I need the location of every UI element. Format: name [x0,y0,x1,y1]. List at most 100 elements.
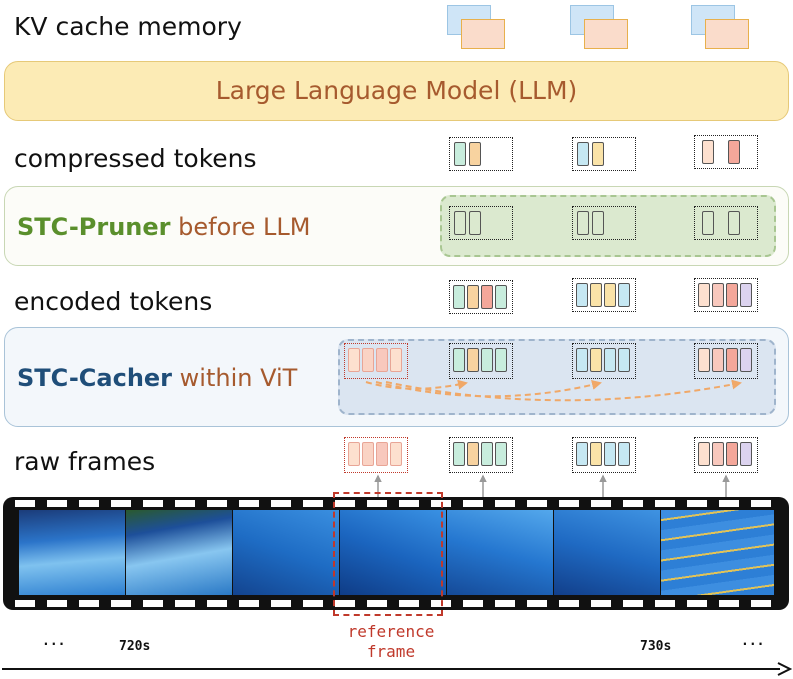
token [467,442,479,466]
time-axis-arrow [2,662,793,676]
token [740,442,752,466]
token [469,142,481,166]
token [712,442,724,466]
token [376,442,388,466]
video-frame-1 [19,510,125,595]
compressed-token-group-1 [449,137,513,171]
token [592,142,604,166]
kv-cache-label: KV cache memory [14,12,242,41]
llm-title: Large Language Model (LLM) [215,76,578,105]
reference-frame-line2: frame [366,642,416,661]
raw-frames-label: raw frames [14,447,156,476]
token [481,442,493,466]
token [348,348,360,372]
pruner-token-area [440,195,776,257]
token [702,211,714,235]
token [604,348,616,372]
token [481,348,493,372]
token [376,348,388,372]
token [577,142,589,166]
token [740,348,752,372]
token [467,285,479,309]
cacher-reference-token-group [344,343,408,379]
token [604,283,616,307]
token [481,285,493,309]
token [712,348,724,372]
cacher-token-group-3 [694,343,758,379]
token [577,211,589,235]
raw-token-group-3 [694,437,758,473]
compressed-token-group-2 [572,137,636,171]
video-frame-3 [233,510,339,595]
token [618,348,630,372]
token [495,285,507,309]
token [590,283,602,307]
compressed-tokens-label: compressed tokens [14,144,257,173]
pruner-token-group-3 [694,206,758,240]
token [362,442,374,466]
video-film-strip [3,497,789,610]
film-sprocket-holes-bottom [15,600,777,607]
raw-token-group-1 [449,437,513,473]
timeline-ellipsis-right: ... [741,634,765,649]
token [495,442,507,466]
encoded-token-group-2 [572,278,636,312]
token [590,442,602,466]
raw-reference-token-group [344,437,408,473]
cacher-token-group-1 [449,343,513,379]
token [618,442,630,466]
token [698,348,710,372]
stc-pruner-label: STC-Pruner before LLM [17,213,310,241]
video-frame-7 [661,510,774,595]
compressed-token-group-3 [694,135,758,169]
encoded-token-group-3 [694,278,758,312]
encoded-tokens-label: encoded tokens [14,287,213,316]
token [390,348,402,372]
stc-pruner-rest: before LLM [170,213,311,241]
timeline-tick-730s: 730s [640,639,672,654]
token [453,285,465,309]
pruner-token-group-2 [572,206,636,240]
encoded-token-group-1 [449,280,513,314]
reference-frame-label: reference frame [333,622,449,662]
video-frame-4-reference [340,510,446,595]
pruner-token-group-1 [449,206,513,240]
token [454,211,466,235]
token [576,348,588,372]
film-sprocket-holes-top [15,500,777,507]
reference-frame-line1: reference [347,622,435,641]
raw-token-group-2 [572,437,636,473]
token [726,442,738,466]
stc-pruner-panel: STC-Pruner before LLM [4,186,789,266]
timeline-tick-720s: 720s [119,639,151,654]
llm-panel: Large Language Model (LLM) [4,61,789,121]
token [495,348,507,372]
token [726,283,738,307]
token [740,283,752,307]
token [702,140,714,164]
token [618,283,630,307]
token [390,442,402,466]
token [726,348,738,372]
token [728,140,740,164]
token [728,211,740,235]
token [576,283,588,307]
cacher-token-group-2 [572,343,636,379]
token [698,283,710,307]
token [453,348,465,372]
stc-cacher-name: STC-Cacher [17,364,173,392]
token [698,442,710,466]
video-frame-5 [447,510,553,595]
stc-cacher-rest: within ViT [172,364,298,392]
timeline-ellipsis-left: ... [42,634,66,649]
token [604,442,616,466]
token [453,442,465,466]
token [712,283,724,307]
stc-pruner-name: STC-Pruner [17,213,171,241]
token [592,211,604,235]
token [469,211,481,235]
token [576,442,588,466]
token [362,348,374,372]
token [590,348,602,372]
